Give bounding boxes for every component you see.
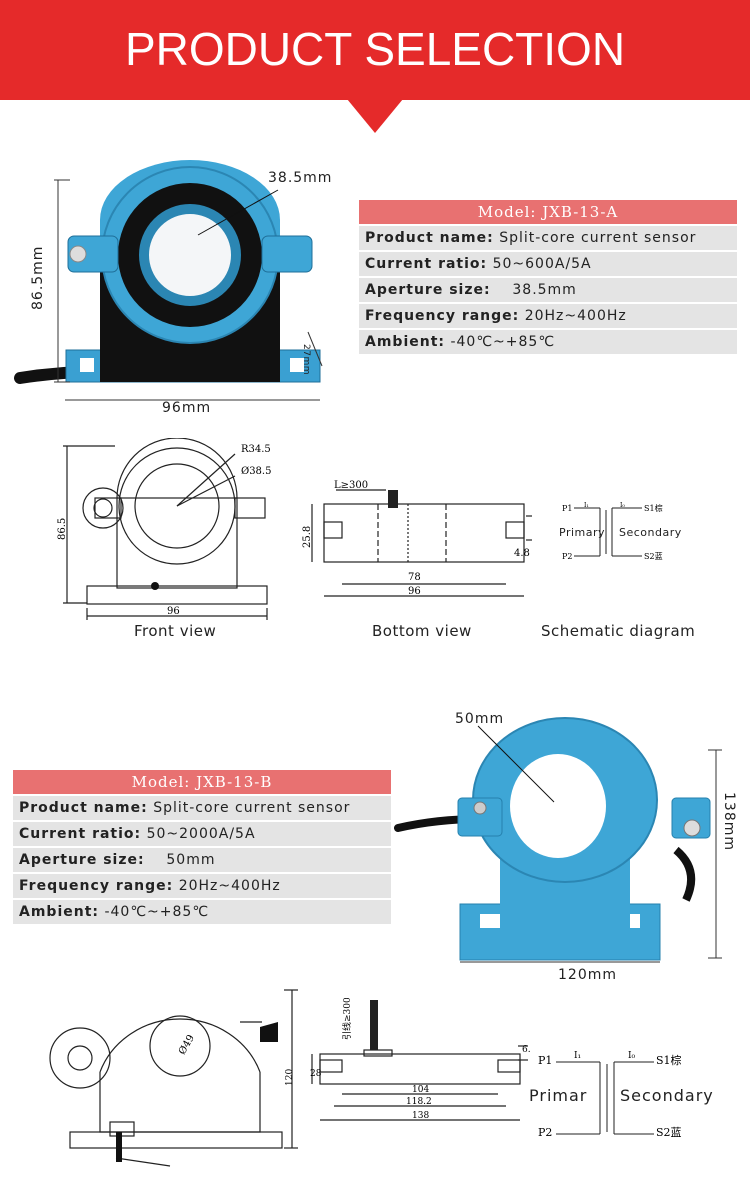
b-p1: P1: [538, 1054, 552, 1067]
spec-key: Aperture size:: [365, 282, 491, 298]
product-b-photo: [394, 717, 722, 963]
spec-value: 50mm: [166, 852, 216, 868]
a-bottom-view-drawing: L≥300 25.8 78 96 4.8: [302, 480, 532, 597]
a-depth-label: 27mm: [301, 344, 311, 375]
spec-row: Product name: Split-core current sensor: [359, 226, 737, 250]
a-i1: I₁: [584, 502, 589, 509]
spec-value: Split-core current sensor: [153, 800, 351, 816]
spec-row: Ambient: -40℃~+85℃: [13, 900, 391, 924]
spec-row: Aperture size: 50mm: [13, 848, 391, 872]
page-title: PRODUCT SELECTION: [124, 23, 626, 75]
a-width-label: 96mm: [162, 400, 212, 416]
b-d3-dim: 138: [412, 1111, 429, 1121]
b-secondary-label: Secondary: [620, 1086, 714, 1105]
b-schematic-drawing: P1 P2 S1棕 S2蓝 I₁ I₀: [538, 1051, 682, 1139]
spec-value: 50~600A/5A: [492, 256, 592, 272]
spec-table-a: Model: JXB-13-A Product name: Split-core…: [359, 200, 737, 356]
a-p2: P2: [562, 552, 572, 561]
a-front-width-dim: 96: [167, 606, 180, 617]
b-d2-dim: 118.2: [406, 1097, 432, 1107]
spec-key: Product name:: [365, 230, 494, 246]
spec-value: 50~2000A/5A: [146, 826, 256, 842]
spec-key: Ambient:: [365, 334, 445, 350]
spec-row: Current ratio: 50~2000A/5A: [13, 822, 391, 846]
spec-value: 38.5mm: [512, 282, 577, 298]
spec-key: Ambient:: [19, 904, 99, 920]
b-front-height-dim: 120: [285, 1069, 295, 1086]
spec-value: -40℃~+85℃: [104, 904, 210, 920]
a-io: I₀: [620, 502, 625, 509]
a-height-label: 86.5mm: [30, 245, 46, 310]
b-d1-dim: 104: [412, 1085, 429, 1095]
a-bottom-width-dim: 96: [408, 586, 421, 597]
a-diameter-dim: Ø38.5: [241, 466, 271, 477]
b-i1: I₁: [574, 1051, 581, 1061]
spec-key: Current ratio:: [365, 256, 488, 272]
spec-key: Product name:: [19, 800, 148, 816]
spec-key: Aperture size:: [19, 852, 145, 868]
model-a: Model: JXB-13-A: [359, 200, 737, 224]
b-width-label: 120mm: [558, 967, 617, 983]
b-aperture-label: 50mm: [455, 711, 505, 727]
product-a-photo: [14, 160, 323, 401]
spec-row: Frequency range: 20Hz~400Hz: [13, 874, 391, 898]
b-s2: S2蓝: [656, 1126, 682, 1139]
a-p1: P1: [562, 504, 572, 513]
spec-row: Current ratio: 50~600A/5A: [359, 252, 737, 276]
a-aperture-label: 38.5mm: [268, 170, 333, 186]
spec-table-b: Model: JXB-13-B Product name: Split-core…: [13, 770, 391, 926]
b-bottom-view-drawing: 引线≥300 28 6.2 104 118.2 138: [310, 998, 531, 1121]
banner-arrow: [347, 99, 403, 133]
caption-front-view: Front view: [134, 622, 217, 640]
spec-value: Split-core current sensor: [499, 230, 697, 246]
a-bottom-inner-dim: 78: [408, 572, 421, 583]
b-height-label: 138mm: [721, 792, 737, 851]
spec-value: -40℃~+85℃: [450, 334, 556, 350]
b-lead-dim: 引线≥300: [341, 998, 353, 1040]
a-s2: S2蓝: [644, 551, 663, 561]
b-primary-label: Primar: [529, 1086, 588, 1105]
spec-key: Frequency range:: [19, 878, 174, 894]
b-p2: P2: [538, 1126, 552, 1139]
a-primary-label: Primary: [559, 526, 606, 539]
a-secondary-label: Secondary: [619, 526, 682, 539]
b-slot-dim: 6.2: [522, 1045, 531, 1055]
spec-value: 20Hz~400Hz: [524, 308, 627, 324]
a-radius-dim: R34.5: [241, 444, 271, 455]
a-slot-dim: 4.8: [514, 548, 530, 559]
a-front-height-dim: 86.5: [57, 518, 68, 540]
caption-schematic: Schematic diagram: [541, 622, 696, 640]
b-s1: S1棕: [656, 1053, 682, 1067]
header-banner: [0, 0, 750, 100]
b-io: I₀: [628, 1051, 636, 1061]
model-b: Model: JXB-13-B: [13, 770, 391, 794]
spec-row: Ambient: -40℃~+85℃: [359, 330, 737, 354]
a-bottom-height-dim: 25.8: [302, 526, 313, 548]
b-front-view-drawing: Ø49 120: [49, 989, 298, 1167]
a-front-view-drawing: R34.5 Ø38.5 86.5 96: [57, 438, 271, 620]
a-s1: S1棕: [644, 503, 663, 513]
spec-value: 20Hz~400Hz: [178, 878, 281, 894]
b-bottom-height-dim: 28: [310, 1069, 322, 1079]
a-schematic-drawing: P1 P2 S1棕 S2蓝 I₁ I₀: [562, 502, 663, 561]
spec-row: Aperture size: 38.5mm: [359, 278, 737, 302]
spec-key: Current ratio:: [19, 826, 142, 842]
caption-bottom-view: Bottom view: [372, 622, 472, 640]
spec-key: Frequency range:: [365, 308, 520, 324]
spec-row: Frequency range: 20Hz~400Hz: [359, 304, 737, 328]
spec-row: Product name: Split-core current sensor: [13, 796, 391, 820]
a-lead-dim: L≥300: [334, 480, 368, 491]
b-diameter-dim: Ø49: [177, 1033, 197, 1057]
